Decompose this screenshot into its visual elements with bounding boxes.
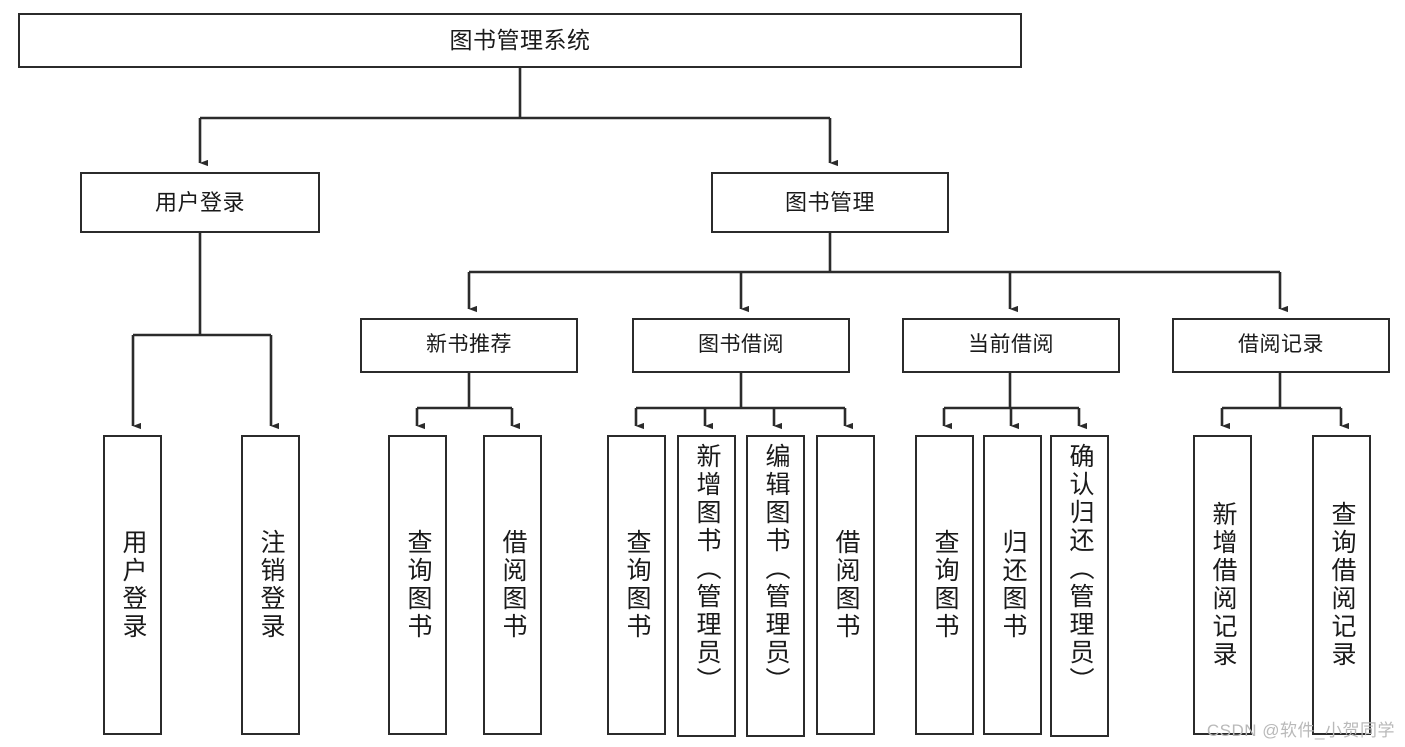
leaf-record-query-record-label: 查询借阅记录: [1328, 501, 1356, 669]
node-borrow-record-label: 借阅记录: [1238, 333, 1324, 357]
leaf-recommend-query-book-label: 查询图书: [404, 529, 432, 641]
node-current-borrow-label: 当前借阅: [968, 333, 1054, 357]
node-borrow-record[interactable]: 借阅记录: [1172, 318, 1390, 373]
node-new-book-recommend[interactable]: 新书推荐: [360, 318, 578, 373]
leaf-recommend-borrow-book[interactable]: 借阅图书: [483, 435, 542, 735]
node-book-management[interactable]: 图书管理: [711, 172, 949, 233]
leaf-current-return-book[interactable]: 归还图书: [983, 435, 1042, 735]
leaf-borrow-edit-book-admin[interactable]: 编辑图书（管理员）: [746, 435, 805, 737]
leaf-borrow-borrow-book[interactable]: 借阅图书: [816, 435, 875, 735]
leaf-borrow-add-book-admin-label: 新增图书（管理员）: [693, 443, 721, 695]
node-root-system[interactable]: 图书管理系统: [18, 13, 1022, 68]
leaf-recommend-query-book[interactable]: 查询图书: [388, 435, 447, 735]
leaf-record-add-record-label: 新增借阅记录: [1209, 501, 1237, 669]
leaf-borrow-query-book-label: 查询图书: [623, 529, 651, 641]
leaf-current-confirm-return-admin-label: 确认归还（管理员）: [1066, 443, 1094, 695]
node-user-login-label: 用户登录: [154, 189, 245, 215]
leaf-current-return-book-label: 归还图书: [999, 529, 1027, 641]
node-root-system-label: 图书管理系统: [449, 27, 591, 54]
leaf-user-login-logout[interactable]: 注销登录: [241, 435, 300, 735]
leaf-record-add-record[interactable]: 新增借阅记录: [1193, 435, 1252, 735]
leaf-current-query-book[interactable]: 查询图书: [915, 435, 974, 735]
leaf-borrow-add-book-admin[interactable]: 新增图书（管理员）: [677, 435, 736, 737]
leaf-recommend-borrow-book-label: 借阅图书: [499, 529, 527, 641]
leaf-current-query-book-label: 查询图书: [931, 529, 959, 641]
node-current-borrow[interactable]: 当前借阅: [902, 318, 1120, 373]
node-book-borrow-label: 图书借阅: [698, 333, 784, 357]
leaf-borrow-edit-book-admin-label: 编辑图书（管理员）: [762, 443, 790, 695]
leaf-user-login-login[interactable]: 用户登录: [103, 435, 162, 735]
leaf-record-query-record[interactable]: 查询借阅记录: [1312, 435, 1371, 735]
node-book-borrow[interactable]: 图书借阅: [632, 318, 850, 373]
leaf-user-login-login-label: 用户登录: [119, 529, 147, 641]
leaf-user-login-logout-label: 注销登录: [257, 529, 285, 641]
node-book-management-label: 图书管理: [784, 189, 875, 215]
node-user-login[interactable]: 用户登录: [80, 172, 320, 233]
leaf-borrow-borrow-book-label: 借阅图书: [832, 529, 860, 641]
node-new-book-recommend-label: 新书推荐: [426, 333, 512, 357]
leaf-current-confirm-return-admin[interactable]: 确认归还（管理员）: [1050, 435, 1109, 737]
leaf-borrow-query-book[interactable]: 查询图书: [607, 435, 666, 735]
csdn-watermark: CSDN @软件_小贺同学: [1206, 721, 1395, 740]
